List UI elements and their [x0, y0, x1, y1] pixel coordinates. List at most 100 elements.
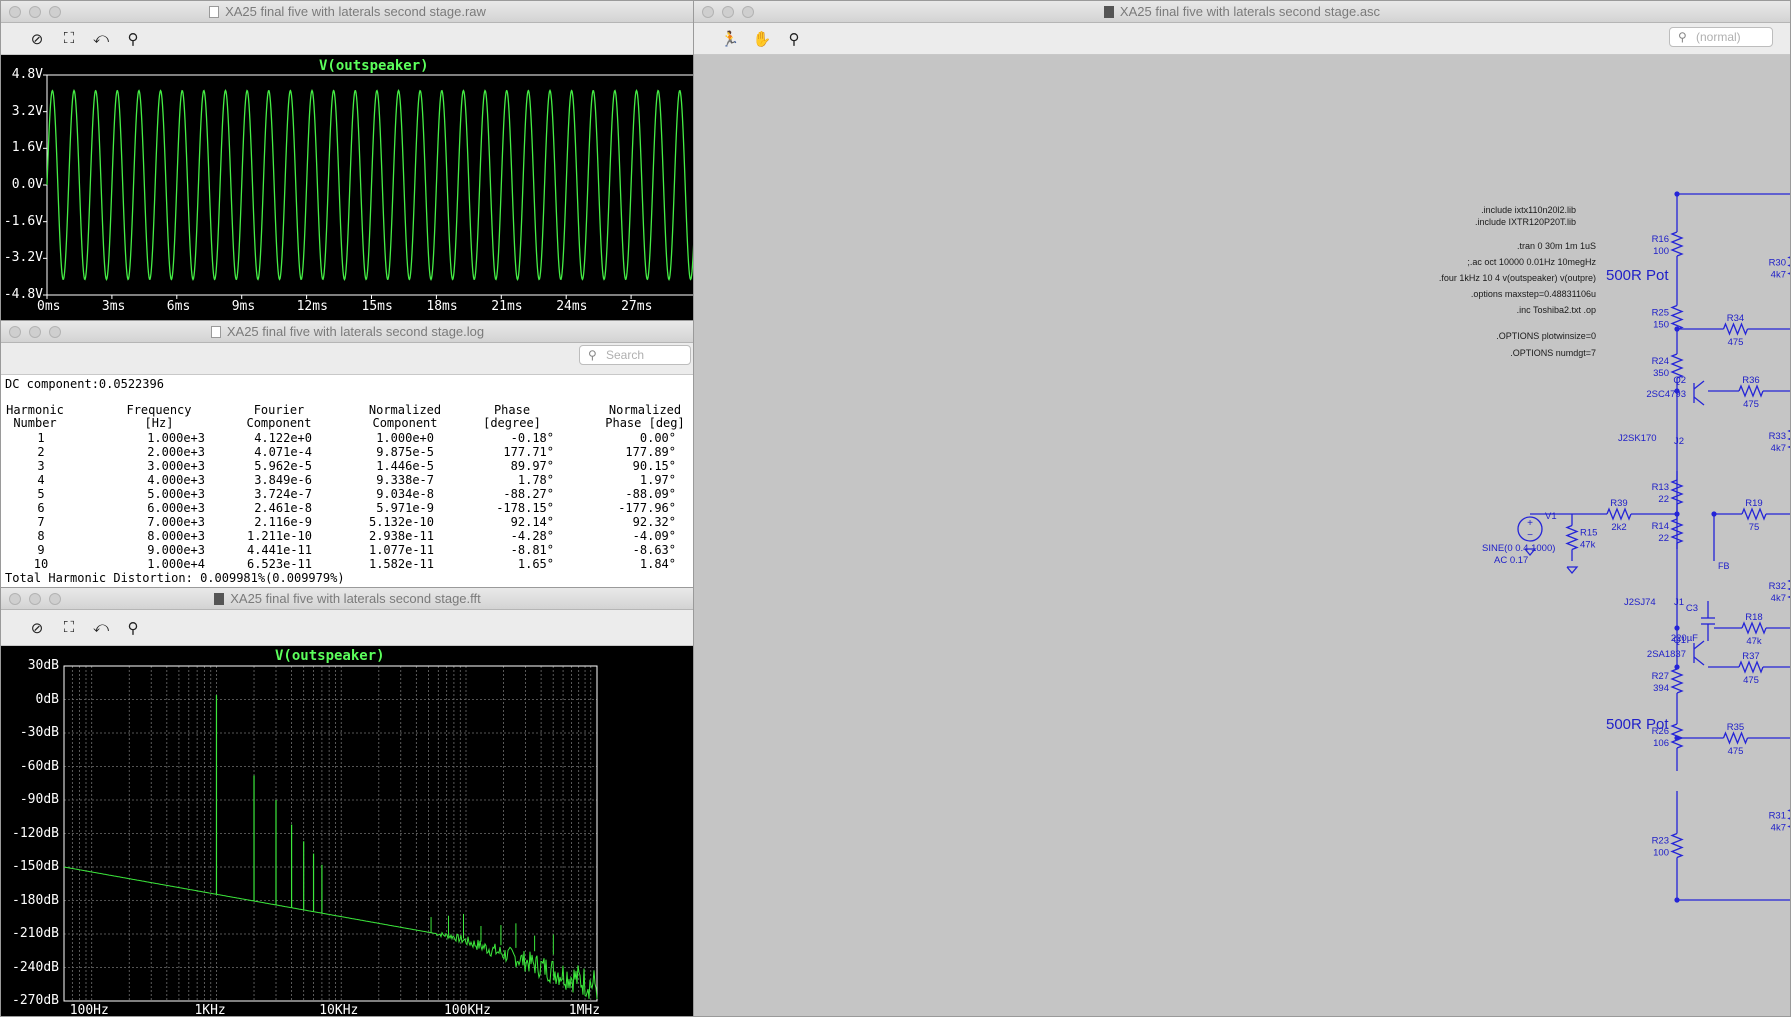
table-cell: 1.000e+4	[147, 557, 205, 571]
fft-noise-floor	[63, 866, 598, 1000]
table-cell: 4.122e+0	[254, 431, 312, 445]
zoom-window-button[interactable]	[742, 6, 754, 18]
harmonic-number-cell: 8	[37, 529, 45, 543]
spice-directive: .OPTIONS numdgt=7	[1510, 348, 1596, 358]
log-window-toolbar	[1, 343, 694, 375]
spice-directive: .four 1kHz 10 4 v(outspeaker) v(outpre)	[1439, 273, 1596, 283]
column-header: Phase [deg]	[605, 416, 685, 430]
column-header: Normalized	[368, 403, 442, 417]
minimize-window-button[interactable]	[29, 326, 41, 338]
y-tick-label: -120dB	[12, 825, 59, 841]
resistor-value: 2k2	[1611, 522, 1626, 533]
resistor-name: R32	[1769, 581, 1786, 592]
table-cell: -8.81°	[510, 543, 554, 557]
x-tick-label: 27ms	[621, 299, 653, 314]
close-window-button[interactable]	[9, 593, 21, 605]
harmonic-number-cell: 2	[37, 445, 45, 459]
transistor-model: 2SA1837	[1647, 649, 1686, 660]
schematic-search-placeholder: (normal)	[1696, 30, 1741, 44]
table-cell: 9.875e-5	[376, 445, 434, 459]
y-tick-label: 3.2V	[11, 103, 43, 119]
zoom-fit-icon[interactable]: ⛶	[63, 30, 75, 47]
schematic-search-input[interactable]: ⚲ (normal)	[1669, 27, 1773, 47]
fft-canvas	[63, 665, 598, 1002]
table-cell: 4.071e-4	[254, 445, 312, 459]
zoom-window-button[interactable]	[49, 326, 61, 338]
close-window-button[interactable]	[9, 326, 21, 338]
resistor-value: 100	[1653, 848, 1669, 859]
x-tick-label: 1MHz	[568, 1003, 601, 1017]
probe-icon[interactable]: ⚲	[127, 30, 139, 48]
close-window-button[interactable]	[9, 6, 21, 18]
fft-window[interactable]: XA25 final five with laterals second sta…	[0, 587, 695, 1017]
zoom-window-button[interactable]	[49, 6, 61, 18]
table-cell: 5.971e-9	[376, 501, 434, 515]
minimize-window-button[interactable]	[29, 593, 41, 605]
zoom-back-icon[interactable]: ⤺	[92, 619, 110, 636]
fft-window-titlebar[interactable]: XA25 final five with laterals second sta…	[1, 588, 694, 610]
y-tick-label: -4.8V	[3, 287, 43, 302]
schematic-canvas[interactable]: .include ixtx110n20l2.lib.include IXTR12…	[694, 55, 1790, 1016]
minimize-window-button[interactable]	[722, 6, 734, 18]
table-cell: 1.84°	[639, 557, 676, 571]
resistor-name: R36	[1742, 375, 1759, 386]
probe-icon[interactable]: ⚲	[788, 30, 800, 48]
table-cell: 177.71°	[503, 445, 554, 459]
zoom-cancel-icon[interactable]: ⊘	[30, 30, 44, 48]
resistor-name: R24	[1652, 356, 1669, 367]
pan-hand-icon[interactable]: ✋	[752, 30, 772, 48]
table-cell: 3.724e-7	[254, 487, 312, 501]
schematic-window-titlebar[interactable]: XA25 final five with laterals second sta…	[694, 1, 1790, 23]
zoom-fit-icon[interactable]: ⛶	[63, 619, 75, 636]
resistor-value: 475	[1743, 675, 1759, 686]
x-tick-label: 9ms	[231, 299, 256, 314]
column-header: Phase	[493, 403, 531, 417]
table-cell: 1.211e-10	[246, 529, 312, 543]
log-search-input[interactable]: ⚲ Search	[579, 345, 691, 365]
run-icon[interactable]: 🏃	[720, 30, 740, 48]
document-icon	[210, 326, 221, 338]
log-window-titlebar[interactable]: XA25 final five with laterals second sta…	[1, 321, 694, 343]
table-cell: 8.000e+3	[147, 529, 205, 543]
probe-icon[interactable]: ⚲	[127, 619, 139, 637]
capacitor-value: 220µF	[1671, 633, 1698, 644]
table-cell: 9.338e-7	[376, 473, 434, 487]
log-search-placeholder: Search	[606, 348, 645, 362]
spice-directive: .include IXTR120P20T.lib	[1475, 217, 1576, 227]
minimize-window-button[interactable]	[29, 6, 41, 18]
table-cell: -4.09°	[632, 529, 676, 543]
resistor-name: R19	[1745, 498, 1762, 509]
spice-directive: .inc Toshiba2.txt .op	[1517, 305, 1596, 315]
x-tick-label: 0ms	[37, 299, 61, 314]
x-tick-label: 100Hz	[69, 1003, 109, 1017]
resistor-value: 475	[1728, 746, 1744, 757]
raw-window-titlebar[interactable]: XA25 final five with laterals second sta…	[1, 1, 694, 23]
resistor-name: R14	[1652, 521, 1669, 532]
harmonic-number-cell: 4	[37, 473, 45, 487]
x-tick-label: 24ms	[556, 299, 588, 314]
raw-waveform-window[interactable]: XA25 final five with laterals second sta…	[0, 0, 695, 321]
resistor-name: R25	[1652, 308, 1669, 319]
harmonic-number-cell: 3	[37, 459, 45, 473]
zoom-window-button[interactable]	[49, 593, 61, 605]
resistor-name: R18	[1745, 612, 1762, 623]
close-window-button[interactable]	[702, 6, 714, 18]
table-cell: 2.000e+3	[147, 445, 205, 459]
log-window[interactable]: XA25 final five with laterals second sta…	[0, 320, 695, 588]
column-header: Number	[13, 416, 57, 430]
x-tick-label: 12ms	[296, 299, 328, 314]
table-cell: 5.132e-10	[368, 515, 434, 529]
schematic-window[interactable]: XA25 final five with laterals second sta…	[693, 0, 1791, 1017]
x-tick-label: 21ms	[491, 299, 523, 314]
harmonic-number-cell: 7	[37, 515, 45, 529]
zoom-cancel-icon[interactable]: ⊘	[30, 619, 44, 637]
resistor-value: 47k	[1580, 540, 1596, 551]
table-cell: 2.116e-9	[254, 515, 312, 529]
harmonic-number-cell: 1	[37, 431, 45, 445]
resistor-name: R23	[1652, 836, 1669, 847]
column-header: [degree]	[483, 416, 541, 430]
zoom-back-icon[interactable]: ⤺	[92, 30, 110, 47]
